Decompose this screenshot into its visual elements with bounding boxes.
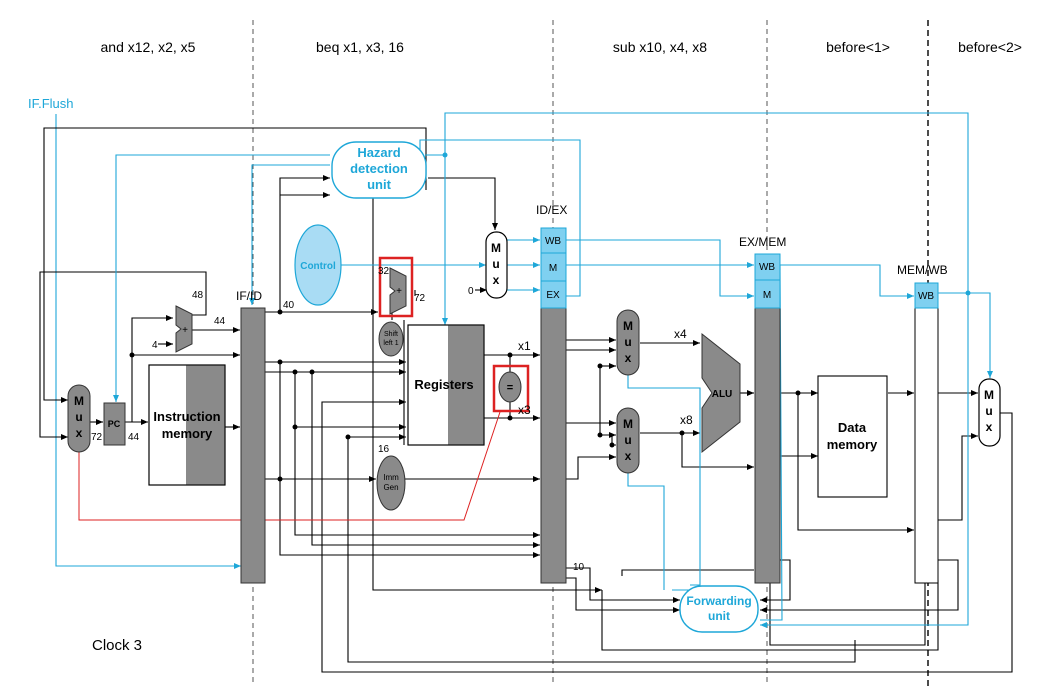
alu-mux-b-m: M — [623, 417, 633, 431]
stage-label-wb: before<2> — [958, 39, 1022, 55]
pc-adder-plus: + — [182, 325, 188, 336]
alu-mux-a-x: x — [625, 351, 632, 365]
red-branch-wire — [78, 411, 501, 521]
control-mux: M u x — [485, 231, 508, 299]
if-flush-wire — [55, 114, 241, 569]
imm-gen-label-2: Gen — [383, 483, 398, 492]
alu-mux-b: M u x — [616, 407, 640, 474]
data-memory: Data memory — [817, 375, 888, 498]
instr-mem-label-1: Instruction — [153, 409, 220, 424]
ifid-register — [240, 307, 266, 584]
branch-adder: + — [389, 267, 407, 315]
register-file: Registers — [407, 324, 485, 446]
clock-label: Clock 3 — [92, 637, 142, 654]
black-wires — [39, 127, 1013, 673]
value-4: 4 — [152, 340, 158, 351]
alu-mux-a-m: M — [623, 319, 633, 333]
registers-label: Registers — [414, 377, 473, 392]
ifid-label: IF/ID — [236, 289, 262, 303]
alu: ALU — [701, 332, 741, 454]
comparator-highlight — [492, 364, 530, 413]
control-mux-m: M — [491, 241, 501, 255]
memwb-label: MEM/WB — [897, 263, 948, 277]
wb-mux-m: M — [984, 388, 994, 402]
idex-ex-label: EX — [546, 290, 560, 301]
wb-mux: M u x — [978, 378, 1001, 447]
idex-wb-label: WB — [545, 236, 561, 247]
forwarding-unit: Forwarding unit — [679, 585, 759, 633]
value-32: 32 — [378, 266, 390, 277]
exmem-m-label: M — [763, 290, 771, 301]
pc-mux-u: u — [75, 410, 82, 424]
alu-mux-b-u: u — [624, 433, 631, 447]
imm-gen-label-1: Imm — [383, 473, 399, 482]
wb-mux-x: x — [986, 420, 993, 434]
pc-mux-m: M — [74, 394, 84, 408]
branch-adder-highlight — [378, 256, 414, 318]
equals-label: = — [507, 382, 513, 394]
instruction-memory: Instruction memory — [148, 364, 226, 486]
pc-mux: M u x — [67, 384, 91, 453]
hazard-detection-unit: Hazard detection unit — [331, 141, 427, 199]
hazard-label-3: unit — [367, 177, 391, 192]
if-flush-label: IF.Flush — [28, 96, 74, 111]
instr-mem-label-2: memory — [162, 426, 213, 441]
pc-adder: + — [175, 305, 193, 353]
stage-label-if: and x12, x2, x5 — [101, 39, 196, 55]
control-label: Control — [300, 261, 336, 272]
value-10: 10 — [573, 562, 585, 573]
forwarding-label-1: Forwarding — [686, 594, 751, 608]
cyan-junction-dots — [442, 152, 971, 296]
exmem-wb-label: WB — [759, 262, 775, 273]
stage-label-id: beq x1, x3, 16 — [316, 39, 404, 55]
idex-register: WB M EX — [540, 227, 567, 584]
value-48: 48 — [192, 290, 204, 301]
shift-label-1: Shift — [384, 331, 398, 338]
control-mux-u: u — [492, 257, 499, 271]
wb-mux-u: u — [985, 404, 992, 418]
value-44b: 44 — [128, 432, 140, 443]
control-unit: Control — [294, 224, 342, 306]
equality-comparator: = — [498, 371, 522, 403]
stage-label-mem: before<1> — [826, 39, 890, 55]
shift-left-unit: Shift left 1 — [378, 321, 404, 357]
shift-label-2: left 1 — [383, 340, 398, 347]
branch-adder-plus: + — [396, 286, 402, 297]
exmem-label: EX/MEM — [739, 235, 786, 249]
junction-dots — [129, 309, 801, 482]
value-x4: x4 — [674, 327, 687, 341]
control-mux-x: x — [493, 273, 500, 287]
value-44a: 44 — [214, 316, 226, 327]
alu-label: ALU — [712, 389, 733, 400]
pc-mux-x: x — [76, 426, 83, 440]
value-16: 16 — [378, 444, 390, 455]
alu-mux-a-u: u — [624, 335, 631, 349]
value-x8: x8 — [680, 413, 693, 427]
exmem-register: WB M — [754, 253, 781, 584]
hazard-label-1: Hazard — [357, 145, 400, 160]
imm-gen: Imm Gen — [376, 455, 406, 511]
value-x3: x3 — [518, 403, 531, 417]
value-72b: 72 — [414, 293, 426, 304]
value-x1: x1 — [518, 339, 531, 353]
idex-m-label: M — [549, 263, 557, 274]
stage-label-ex: sub x10, x4, x8 — [613, 39, 707, 55]
memwb-wb-label: WB — [918, 291, 934, 302]
memwb-register: WB — [914, 282, 939, 584]
cyan-wires — [113, 112, 993, 628]
hazard-label-2: detection — [350, 161, 408, 176]
value-72a: 72 — [91, 432, 103, 443]
value-0: 0 — [468, 286, 474, 297]
pc-register: PC — [103, 402, 126, 446]
pc-label: PC — [108, 419, 121, 429]
forwarding-label-2: unit — [708, 609, 730, 623]
alu-mux-b-x: x — [625, 449, 632, 463]
value-40: 40 — [283, 300, 295, 311]
alu-mux-a: M u x — [616, 309, 640, 376]
idex-label: ID/EX — [536, 203, 567, 217]
data-mem-label-2: memory — [827, 437, 878, 452]
data-mem-label-1: Data — [838, 420, 867, 435]
